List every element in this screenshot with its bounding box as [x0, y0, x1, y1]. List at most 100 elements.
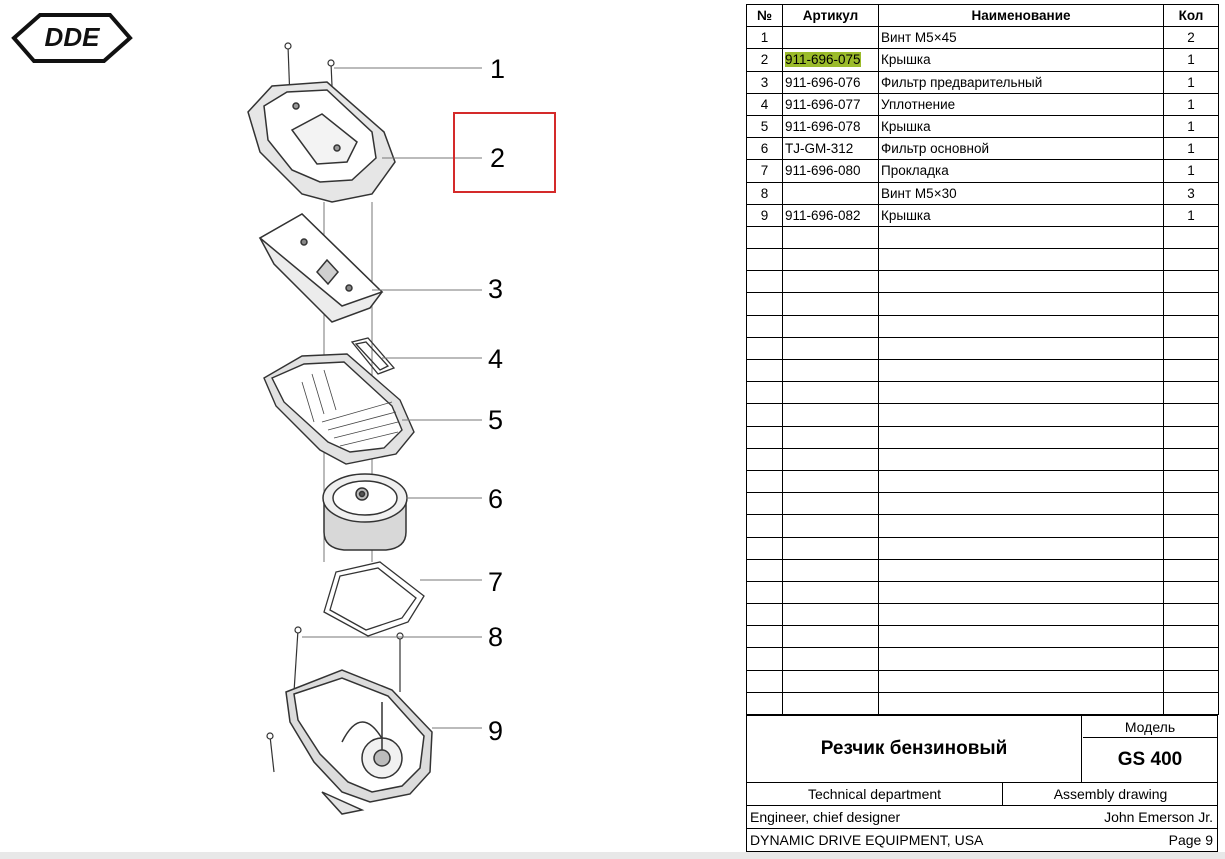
- empty-cell: [782, 469, 879, 494]
- exploded-view-illustration: DDE: [11, 13, 482, 815]
- empty-cell: [878, 425, 1164, 449]
- empty-cell: [1163, 270, 1219, 294]
- empty-cell: [782, 691, 879, 716]
- empty-cell: [782, 514, 879, 538]
- table-row-empty: [746, 225, 1219, 250]
- row-article-text: 911-696-080: [785, 163, 861, 179]
- empty-cell: [746, 381, 783, 405]
- table-row-empty: [746, 647, 1219, 671]
- empty-cell: [746, 292, 783, 316]
- empty-cell: [878, 469, 1164, 494]
- empty-cell: [878, 336, 1164, 361]
- row-article: 911-696-078: [782, 114, 879, 139]
- empty-cell: [746, 425, 783, 449]
- row-num: 2: [746, 48, 783, 72]
- table-row-empty: [746, 381, 1219, 405]
- empty-cell: [878, 514, 1164, 538]
- empty-cell: [1163, 558, 1219, 582]
- empty-cell: [1163, 248, 1219, 272]
- empty-cell: [1163, 358, 1219, 383]
- empty-cell: [782, 603, 879, 627]
- table-row-empty: [746, 469, 1219, 494]
- engineer-name: John Emerson Jr.: [1104, 809, 1213, 825]
- empty-cell: [878, 292, 1164, 316]
- row-name: Крышка: [878, 203, 1164, 227]
- exploded-view-drawing: DDE: [2, 2, 747, 851]
- table-row-empty: [746, 336, 1219, 361]
- row-name: Винт M5×45: [878, 26, 1164, 50]
- callout-9: 9: [488, 716, 504, 746]
- empty-cell: [878, 270, 1164, 294]
- row-qty: 1: [1163, 114, 1219, 139]
- row-num: 7: [746, 159, 783, 183]
- table-row-empty: [746, 536, 1219, 560]
- row-name: Прокладка: [878, 159, 1164, 183]
- logo-text: DDE: [45, 22, 101, 52]
- row-article: 911-696-080: [782, 159, 879, 183]
- empty-cell: [878, 625, 1164, 649]
- empty-cell: [746, 248, 783, 272]
- empty-cell: [1163, 603, 1219, 627]
- row-qty: 1: [1163, 159, 1219, 183]
- row-article-text: TJ-GM-312: [785, 141, 854, 157]
- empty-cell: [782, 381, 879, 405]
- empty-cell: [782, 292, 879, 316]
- table-row-empty: [746, 580, 1219, 605]
- empty-cell: [1163, 647, 1219, 671]
- empty-cell: [782, 248, 879, 272]
- table-row-empty: [746, 358, 1219, 383]
- empty-cell: [878, 536, 1164, 560]
- empty-cell: [1163, 492, 1219, 516]
- table-row-empty: [746, 425, 1219, 449]
- empty-cell: [1163, 669, 1219, 693]
- part-3-pre-filter: [258, 213, 384, 323]
- department: Technical department: [747, 783, 1003, 805]
- table-row-empty: [746, 270, 1219, 294]
- title-block-engineer-row: Engineer, chief designer John Emerson Jr…: [747, 806, 1217, 829]
- empty-cell: [782, 425, 879, 449]
- row-name: Фильтр предварительный: [878, 70, 1164, 94]
- part-9-base: [285, 669, 433, 815]
- row-article-text: 911-696-077: [785, 96, 861, 112]
- row-qty: 1: [1163, 70, 1219, 94]
- row-article: 911-696-076: [782, 70, 879, 94]
- row-num: 4: [746, 92, 783, 116]
- callout-3: 3: [488, 274, 504, 304]
- header-name: Наименование: [878, 3, 1164, 28]
- empty-cell: [1163, 625, 1219, 649]
- model-label: Модель: [1083, 716, 1217, 738]
- model-value: GS 400: [1117, 749, 1183, 770]
- table-row-empty: [746, 691, 1219, 716]
- empty-cell: [1163, 381, 1219, 405]
- empty-cell: [782, 580, 879, 605]
- row-article: TJ-GM-312: [782, 137, 879, 161]
- row-qty: 1: [1163, 92, 1219, 116]
- empty-cell: [746, 558, 783, 582]
- empty-cell: [782, 536, 879, 560]
- row-name: Фильтр основной: [878, 137, 1164, 161]
- empty-cell: [1163, 403, 1219, 427]
- empty-cell: [782, 270, 879, 294]
- empty-cell: [1163, 469, 1219, 494]
- empty-cell: [878, 691, 1164, 716]
- empty-cell: [782, 225, 879, 250]
- empty-cell: [746, 647, 783, 671]
- part-5-inner-cover: [263, 353, 415, 465]
- empty-cell: [782, 403, 879, 427]
- empty-cell: [746, 336, 783, 361]
- empty-cell: [878, 603, 1164, 627]
- title-block: Резчик бензиновый Модель GS 400 Technica…: [746, 715, 1218, 852]
- part-4-seal: [350, 337, 396, 375]
- table-row-empty: [746, 514, 1219, 538]
- callout-5: 5: [488, 405, 504, 435]
- header-qty: Кол: [1163, 3, 1219, 28]
- empty-cell: [746, 403, 783, 427]
- table-row-empty: [746, 248, 1219, 272]
